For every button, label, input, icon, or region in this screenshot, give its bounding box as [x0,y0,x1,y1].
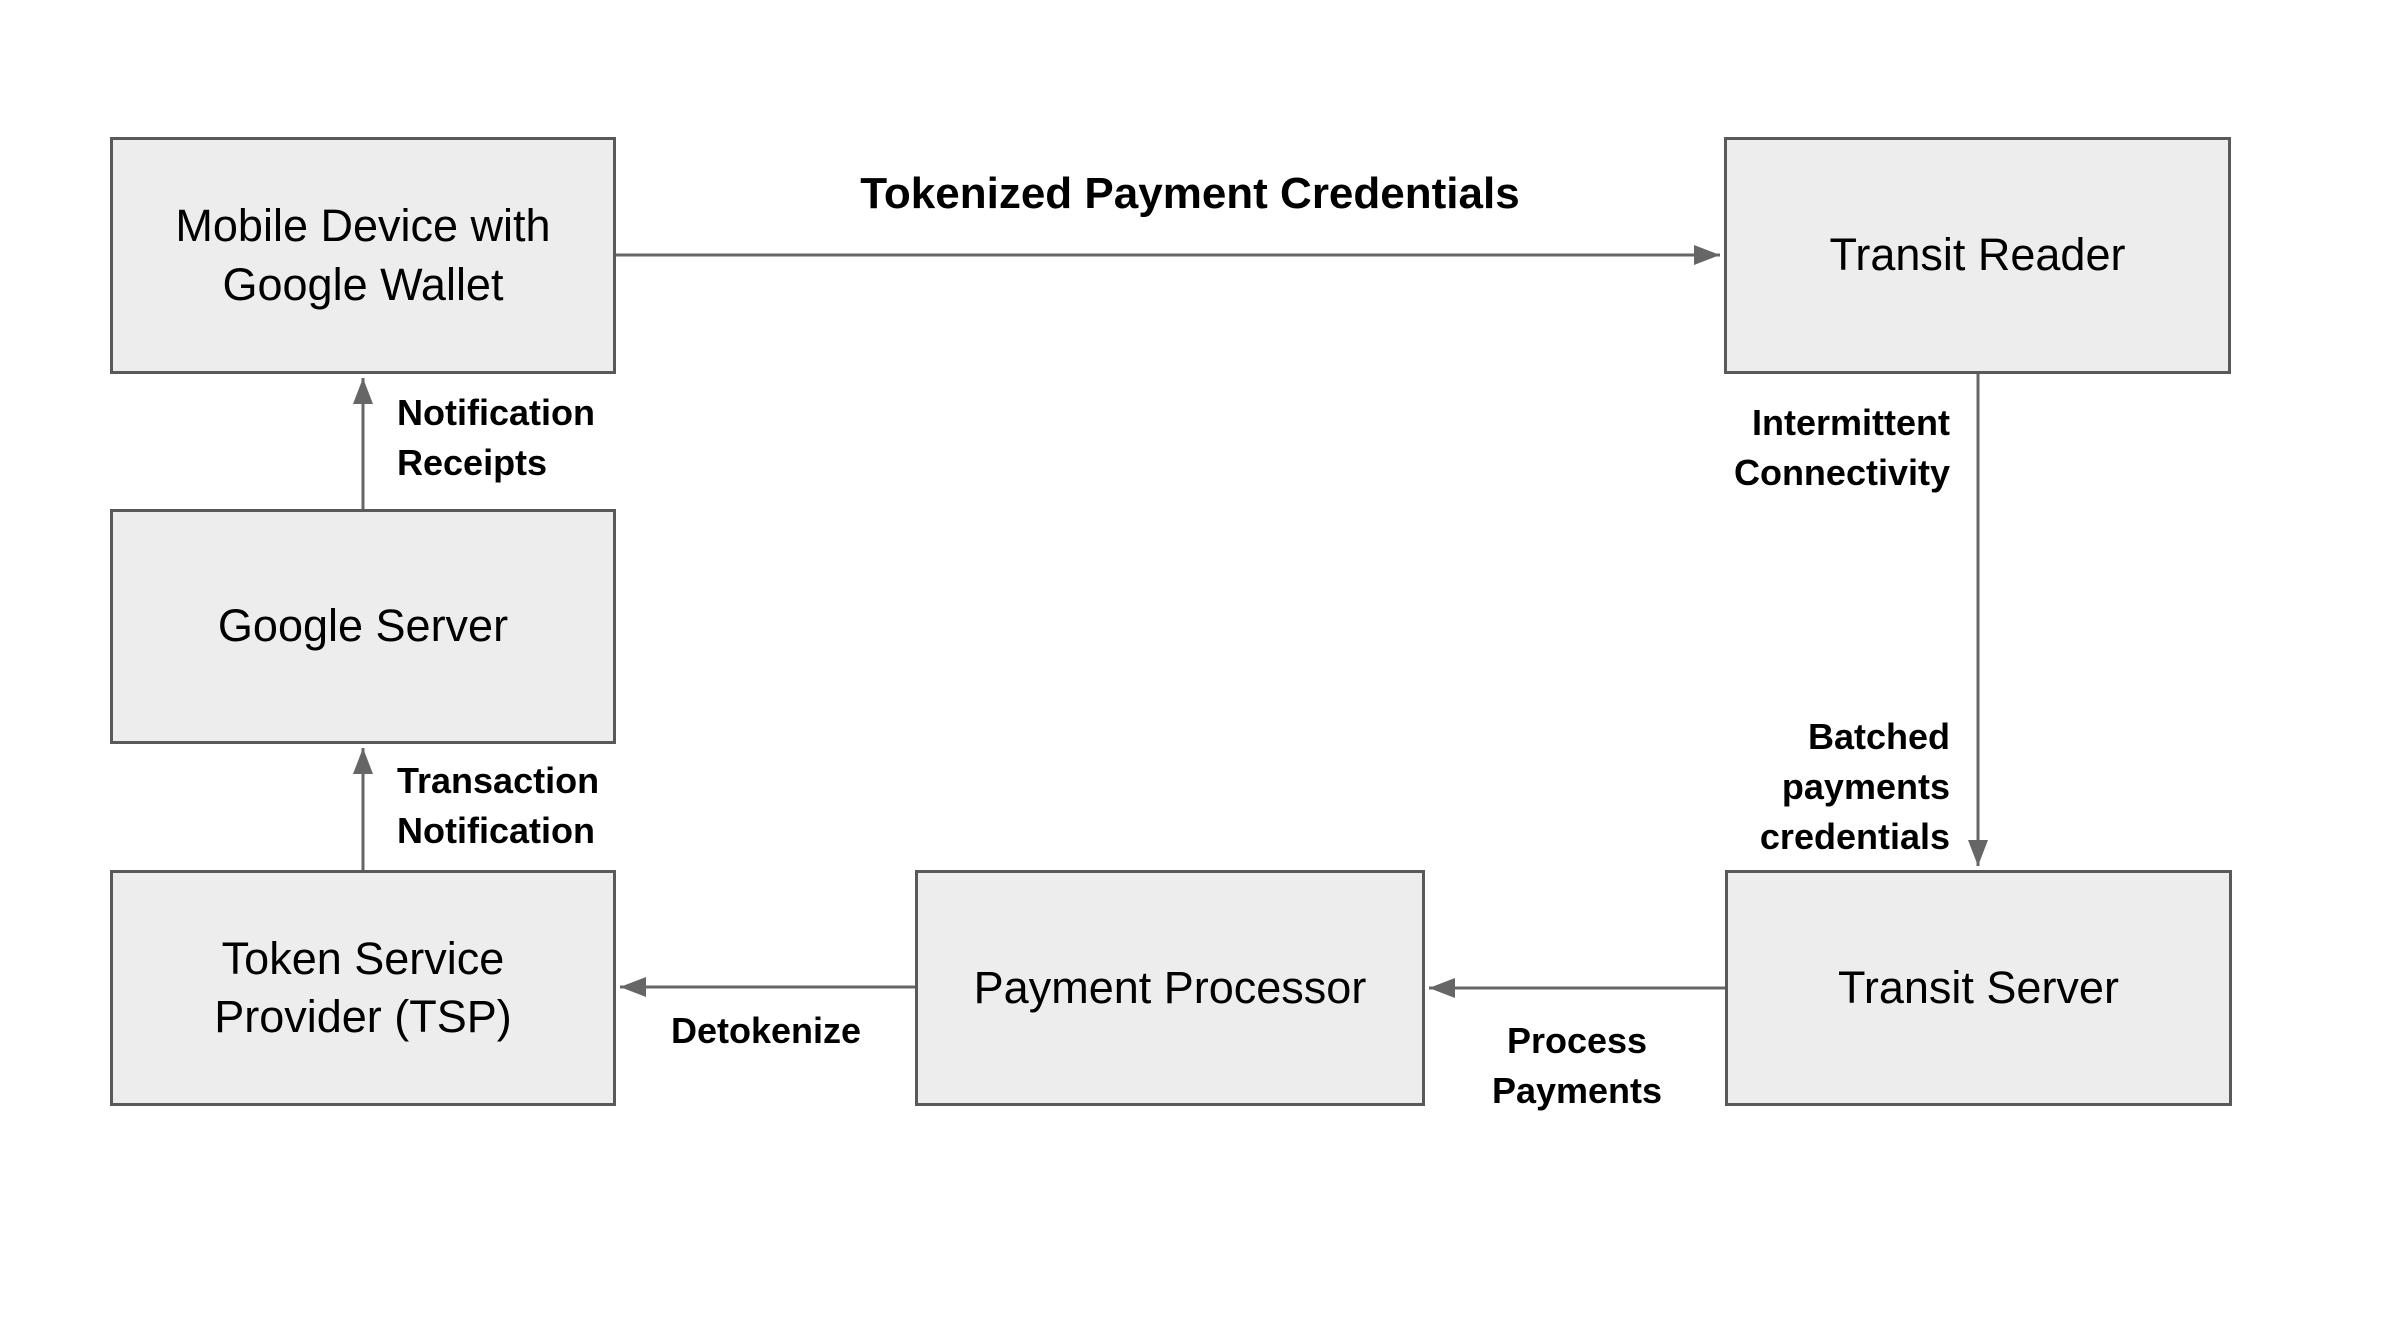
edge-label-notification-receipts: Notification Receipts [397,392,595,483]
edge-label-transaction-notification: Transaction Notification [397,760,600,851]
edge-label-batched-payments-credentials: Batched payments credentials [1759,716,1950,857]
node-transit-reader: Transit Reader [1724,137,2231,374]
node-transit-server: Transit Server [1725,870,2232,1106]
node-mobile-device-google-wallet: Mobile Device with Google Wallet [110,137,616,374]
node-payment-processor: Payment Processor [915,870,1425,1106]
edge-label-tokenized-payment-credentials: Tokenized Payment Credentials [860,169,1520,218]
node-token-service-provider: Token Service Provider (TSP) [110,870,616,1106]
node-google-server: Google Server [110,509,616,744]
edge-label-process-payments: Process Payments [1491,1020,1663,1111]
edge-label-detokenize: Detokenize [670,1010,862,1051]
edge-label-intermittent-connectivity: Intermittent Connectivity [1733,402,1950,493]
